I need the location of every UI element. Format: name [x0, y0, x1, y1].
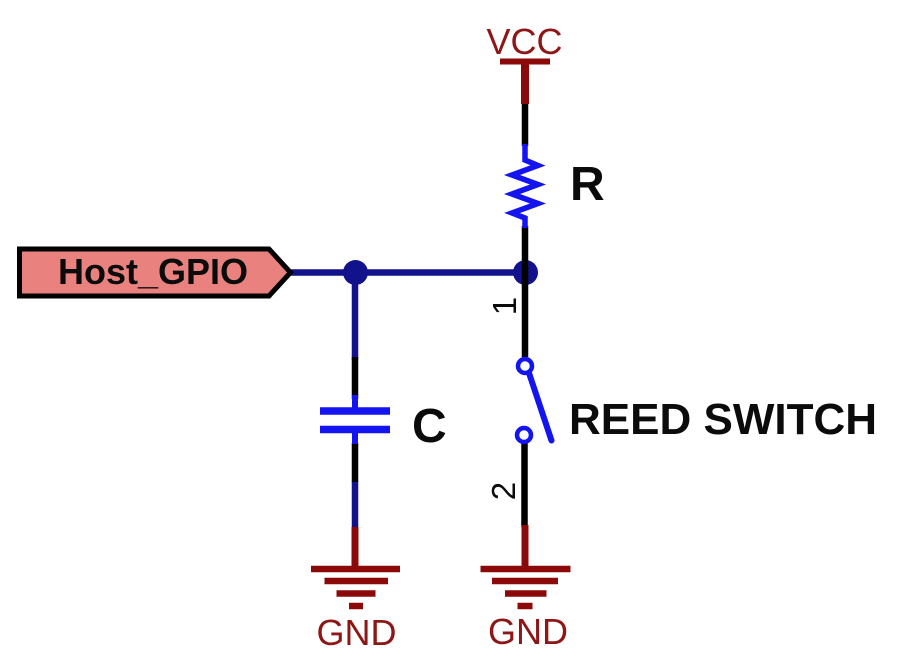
switch-blade [526, 370, 555, 444]
reed-switch-label: REED SWITCH [569, 395, 877, 444]
gnd-right-symbol [480, 565, 571, 610]
gnd-right-label: GND [488, 611, 568, 652]
capacitor-label: C [412, 400, 447, 453]
junction-dots [343, 260, 538, 285]
switch-contact-bottom [514, 425, 534, 445]
component-leads [351, 102, 529, 527]
power-symbols [311, 58, 571, 610]
vcc-label: VCC [486, 21, 562, 62]
gnd-left-label: GND [317, 612, 397, 653]
resistor-symbol [503, 144, 547, 228]
net-flag-host-gpio: Host_GPIO [17, 246, 294, 299]
switch-pin1-number: 1 [486, 297, 523, 315]
resistor-label: R [570, 158, 605, 211]
switch-contact-top [515, 356, 535, 376]
net-wires [288, 269, 527, 529]
switch-pin2-number: 2 [485, 482, 522, 500]
net-flag-shape [17, 246, 294, 299]
reed-switch-symbol [514, 356, 555, 445]
net-flag-label: Host_GPIO [58, 251, 248, 292]
junction-dot-left [343, 260, 368, 285]
capacitor-symbol [320, 395, 390, 444]
gnd-left-symbol [311, 565, 400, 610]
resistor-zigzag [503, 144, 547, 228]
